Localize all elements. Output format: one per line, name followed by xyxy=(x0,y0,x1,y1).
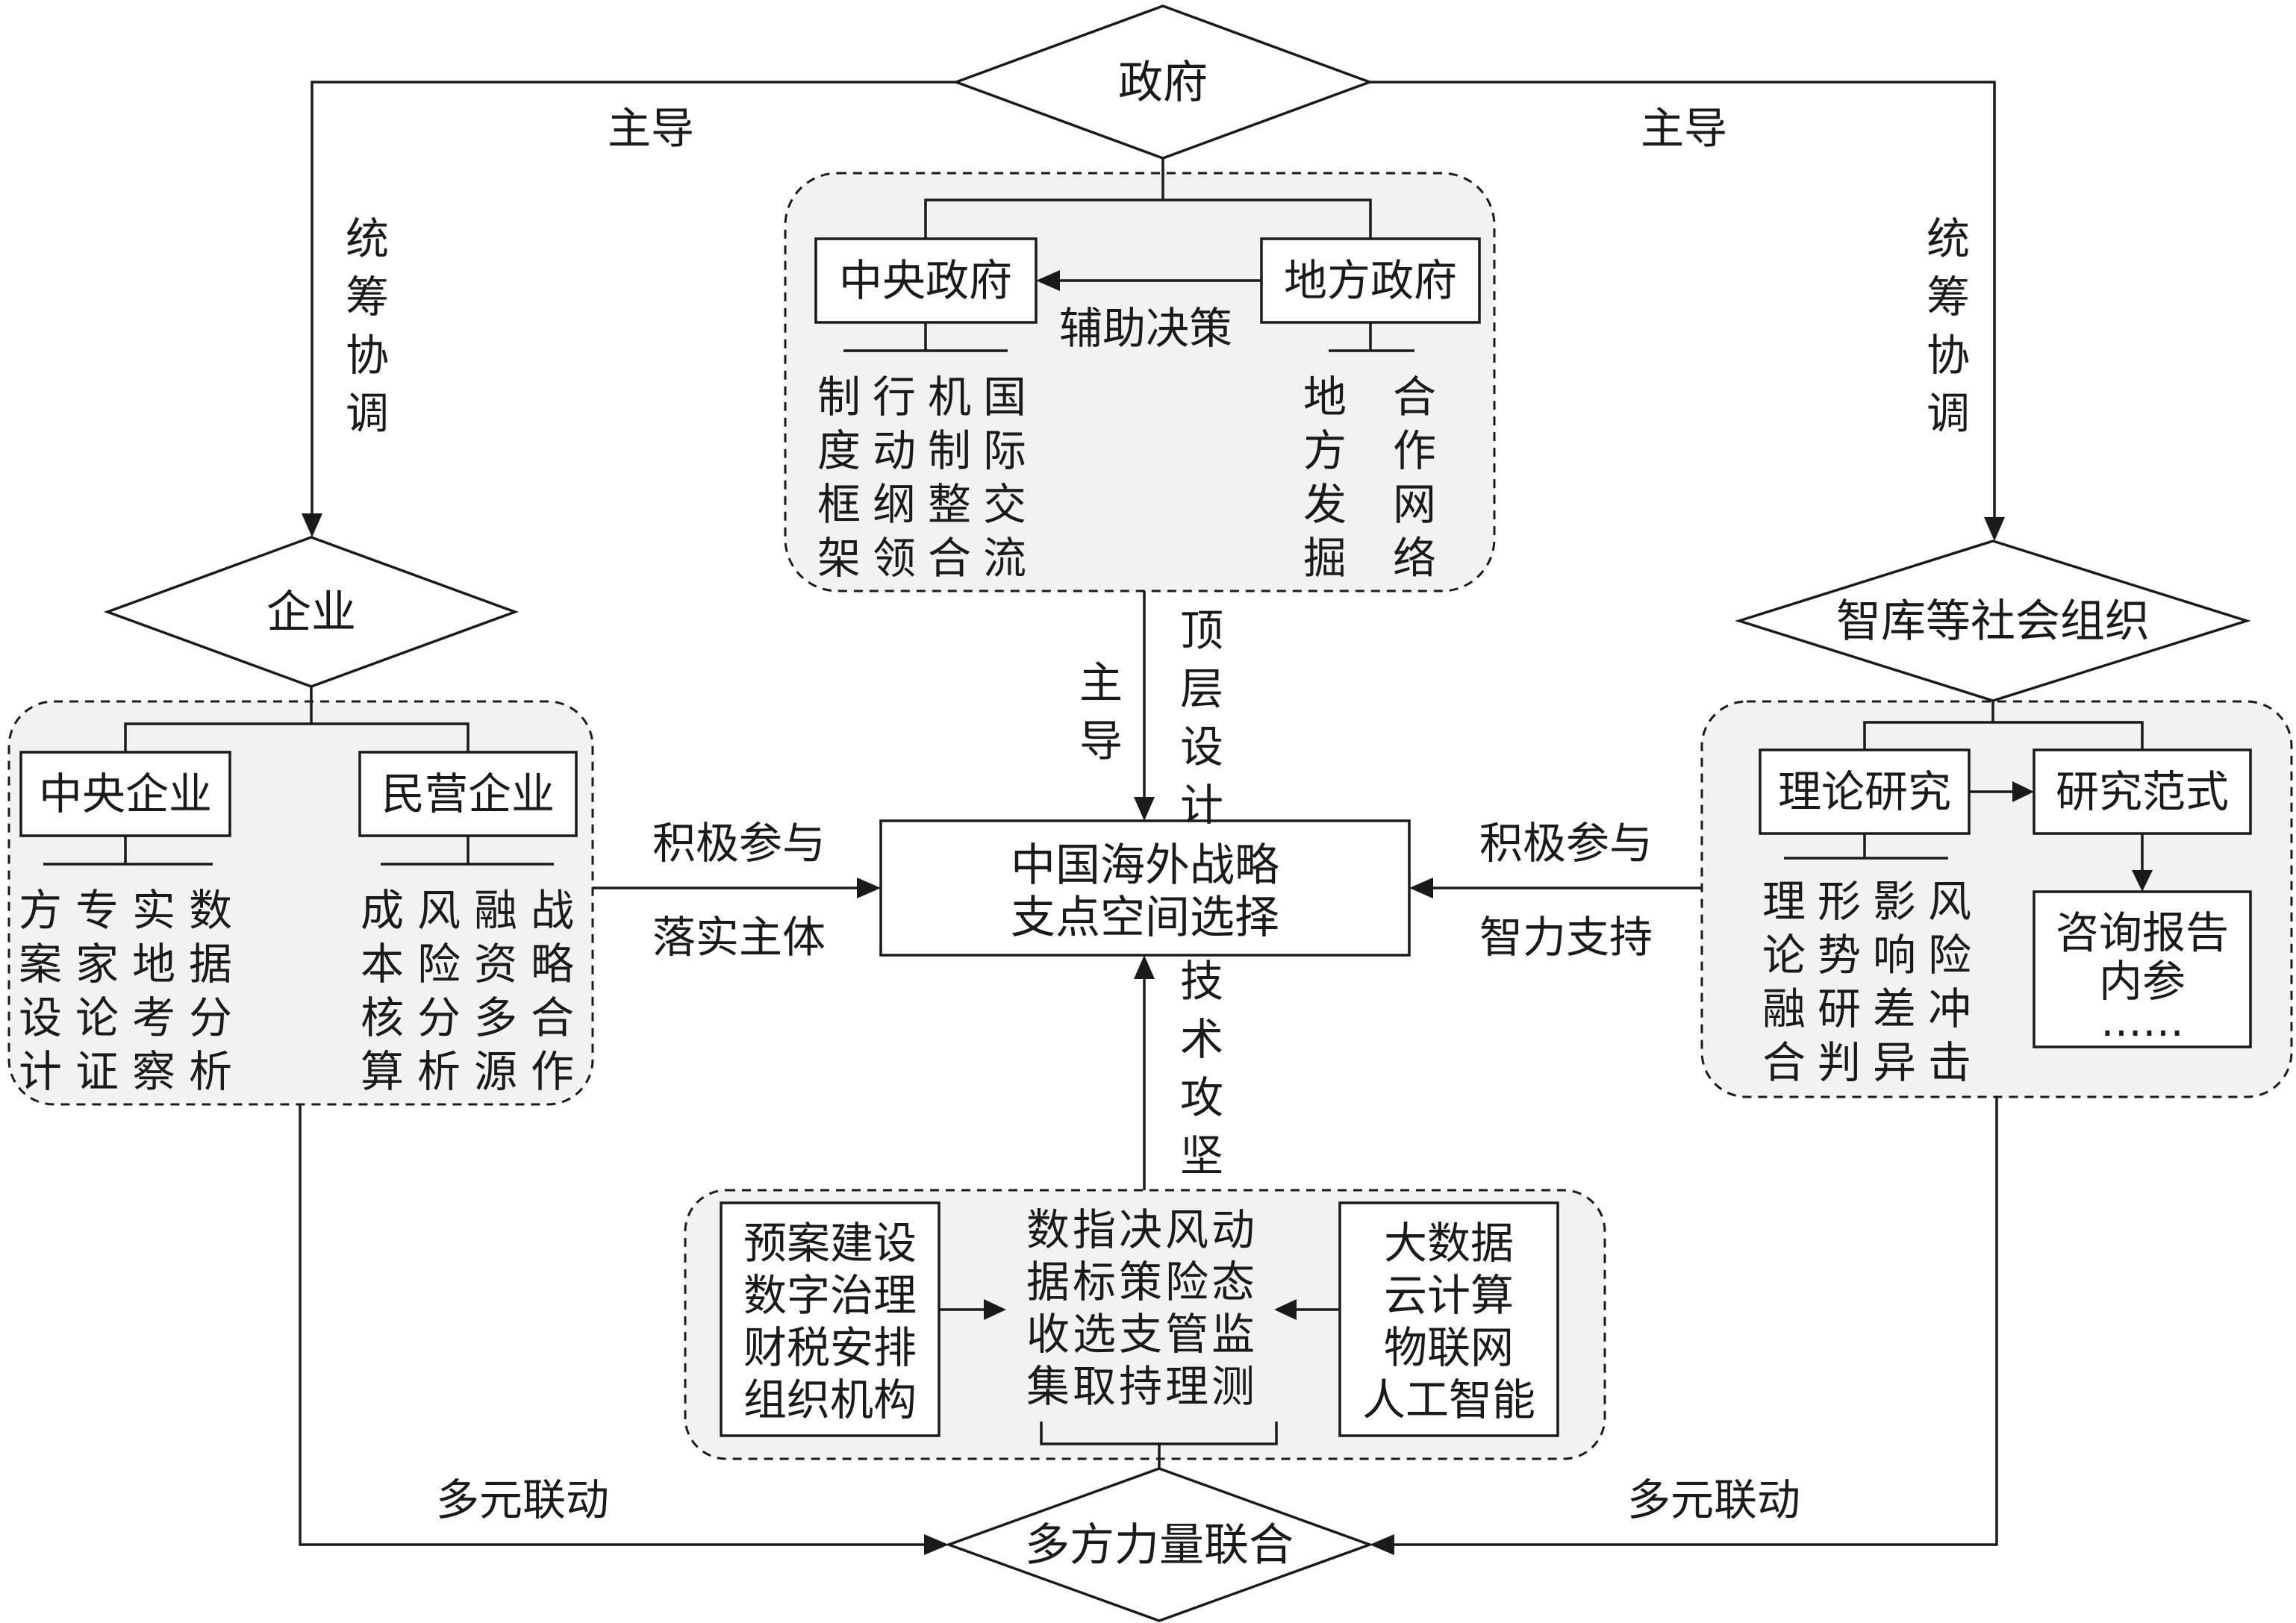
central-gov-item-1: 制度框架 xyxy=(817,372,861,584)
arrowhead-center-bottom xyxy=(1134,955,1155,979)
arrowhead-multi-right xyxy=(1370,1534,1394,1555)
arrowhead-multi-left xyxy=(924,1534,949,1555)
center-box xyxy=(879,819,1411,957)
participate-right-label: 积极参与 xyxy=(1479,818,1653,869)
tech-tackle-label: 技术攻坚 xyxy=(1180,956,1223,1181)
tech-mid-line-2: 据标策险态 xyxy=(1026,1257,1258,1307)
arrowhead-tech-left xyxy=(984,1299,1006,1320)
arrowhead-central-gov xyxy=(1036,270,1060,291)
top-design-label: 顶层设计 xyxy=(1180,605,1223,831)
tech-mid-line-4: 集取持理测 xyxy=(1026,1361,1258,1412)
arrowhead-think-tank xyxy=(1984,517,2005,541)
enterprise-to-multi-line xyxy=(299,1104,926,1546)
central-gov-item-2: 行动纲领 xyxy=(873,372,916,584)
consult-report-line-2: 内参 xyxy=(2099,956,2186,1007)
arrowhead-tech-right xyxy=(1274,1299,1297,1320)
central-enterprise-label: 中央企业 xyxy=(39,769,212,819)
think-tank-item-1: 理论融合 xyxy=(1762,876,1806,1088)
enterprise-bracket xyxy=(124,722,470,752)
central-government-label: 中央政府 xyxy=(839,255,1012,306)
tech-left-line-2: 数字治理 xyxy=(743,1270,917,1321)
private-ent-item-1: 成本核算 xyxy=(361,885,404,1097)
local-government-label: 地方政府 xyxy=(1284,255,1457,306)
tech-right-box xyxy=(1338,1201,1559,1437)
tech-right-line-2: 云计算 xyxy=(1384,1270,1514,1321)
coordinate-right-label: 统筹协调 xyxy=(1927,213,1970,439)
government-label: 政府 xyxy=(1118,57,1208,109)
think-tank-label: 智库等社会组织 xyxy=(1836,595,2150,648)
tech-mid-line-1: 数指决风动 xyxy=(1026,1204,1258,1255)
local-gov-item-1: 地方发掘 xyxy=(1303,372,1347,584)
central-ent-item-4: 数据分析 xyxy=(189,885,232,1097)
connector-lines xyxy=(43,81,2144,1546)
center-line-1: 中国海外战略 xyxy=(1011,839,1279,892)
multi-link-left-label: 多元联动 xyxy=(436,1475,609,1525)
arrowheads xyxy=(302,270,2153,1555)
gov-to-enterprise-line xyxy=(311,81,956,515)
theory-research-box xyxy=(1759,748,1971,835)
local-government-box xyxy=(1260,237,1481,324)
arrowhead-enterprise xyxy=(302,513,322,537)
think-tank-to-multi-line xyxy=(1393,1097,1998,1546)
gov-to-think-tank-line xyxy=(1370,81,1996,519)
central-ent-item-3: 实地考察 xyxy=(132,885,175,1097)
consult-report-box xyxy=(2033,890,2252,1048)
research-paradigm-label: 研究范式 xyxy=(2056,766,2229,817)
arrowhead-center-left xyxy=(857,878,881,898)
lead-center-label: 主导 xyxy=(1079,657,1123,766)
think-tank-item-3: 影响差异 xyxy=(1873,876,1916,1088)
coordinate-left-label: 统筹协调 xyxy=(346,213,389,439)
tech-right-line-4: 人工智能 xyxy=(1362,1375,1535,1425)
consult-report-line-3: …… xyxy=(2100,998,2184,1046)
arrowhead-report xyxy=(2132,870,2153,892)
private-enterprise-label: 民营企业 xyxy=(381,769,555,819)
tech-left-line-1: 预案建设 xyxy=(743,1218,917,1269)
tech-left-line-4: 组织机构 xyxy=(743,1375,917,1425)
assist-decision-label: 辅助决策 xyxy=(1059,303,1232,354)
intellectual-support-label: 智力支持 xyxy=(1479,912,1653,963)
central-gov-item-4: 国际交流 xyxy=(983,372,1026,584)
tech-mid-line-3: 收选支管监 xyxy=(1026,1309,1258,1360)
central-ent-item-1: 方案设计 xyxy=(19,885,62,1097)
multi-force-label: 多方力量联合 xyxy=(1025,1519,1294,1572)
implement-subject-label: 落实主体 xyxy=(652,912,826,963)
private-ent-item-2: 风险分析 xyxy=(417,885,461,1097)
enterprise-label: 企业 xyxy=(266,587,356,639)
arrowhead-paradigm xyxy=(2012,781,2034,802)
tech-left-box xyxy=(720,1201,940,1437)
private-ent-item-3: 融资多源 xyxy=(474,885,517,1097)
tech-right-line-3: 物联网 xyxy=(1384,1322,1514,1373)
theory-research-label: 理论研究 xyxy=(1778,766,1951,817)
central-ent-item-2: 专家论证 xyxy=(75,885,119,1097)
tech-right-line-1: 大数据 xyxy=(1384,1218,1514,1269)
consult-report-line-1: 咨询报告 xyxy=(2056,907,2229,958)
local-gov-item-2: 合作网络 xyxy=(1393,372,1436,584)
think-tank-item-4: 风险冲击 xyxy=(1928,876,1971,1088)
think-tank-bracket xyxy=(1863,721,2144,750)
center-line-2: 支点空间选择 xyxy=(1011,892,1279,944)
multi-force-diamond xyxy=(944,1467,1374,1622)
private-ent-item-4: 战略合作 xyxy=(531,885,574,1097)
participate-left-label: 积极参与 xyxy=(652,818,826,869)
lead-left-label: 主导 xyxy=(608,103,694,154)
tech-left-line-3: 财税安排 xyxy=(743,1322,917,1373)
central-gov-item-3: 机制整合 xyxy=(928,372,971,584)
gov-bracket xyxy=(924,198,1372,239)
arrowhead-center-right xyxy=(1409,878,1433,898)
think-tank-item-2: 形势研判 xyxy=(1818,876,1861,1088)
lead-right-label: 主导 xyxy=(1641,103,1727,154)
multi-link-right-label: 多元联动 xyxy=(1627,1475,1800,1525)
arrowhead-center-top xyxy=(1134,797,1155,821)
